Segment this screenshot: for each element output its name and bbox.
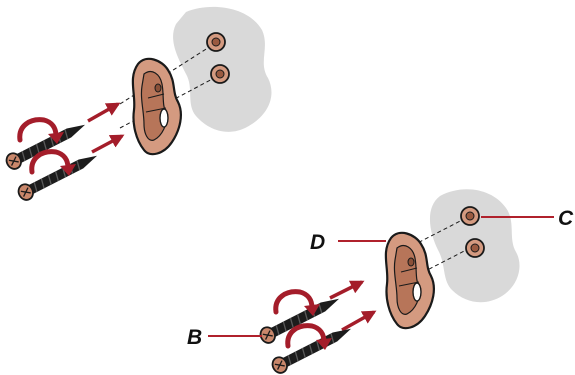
straight-arrow-icon [91,134,125,154]
wall-anchor [465,238,485,258]
straight-arrow-icon [341,310,377,332]
alignment-line [403,245,475,283]
callout-label-d: D [310,231,325,254]
alignment-line [399,215,471,253]
wall-anchor [460,206,480,226]
mounting-bracket [131,57,182,156]
wall-anchor [210,64,230,84]
top-assembly [3,6,272,204]
callout-label-c: C [558,207,574,230]
alignment-line [119,43,215,105]
bottom-assembly: B C D [187,189,574,375]
callout-label-b: B [187,326,202,349]
straight-arrow-icon [87,102,121,123]
mounting-bracket [384,231,435,330]
curved-arrow-icon [276,292,320,316]
curved-arrow-icon [20,120,64,144]
wall-anchor [206,32,226,52]
alignment-line [119,75,219,129]
straight-arrow-icon [329,280,365,300]
